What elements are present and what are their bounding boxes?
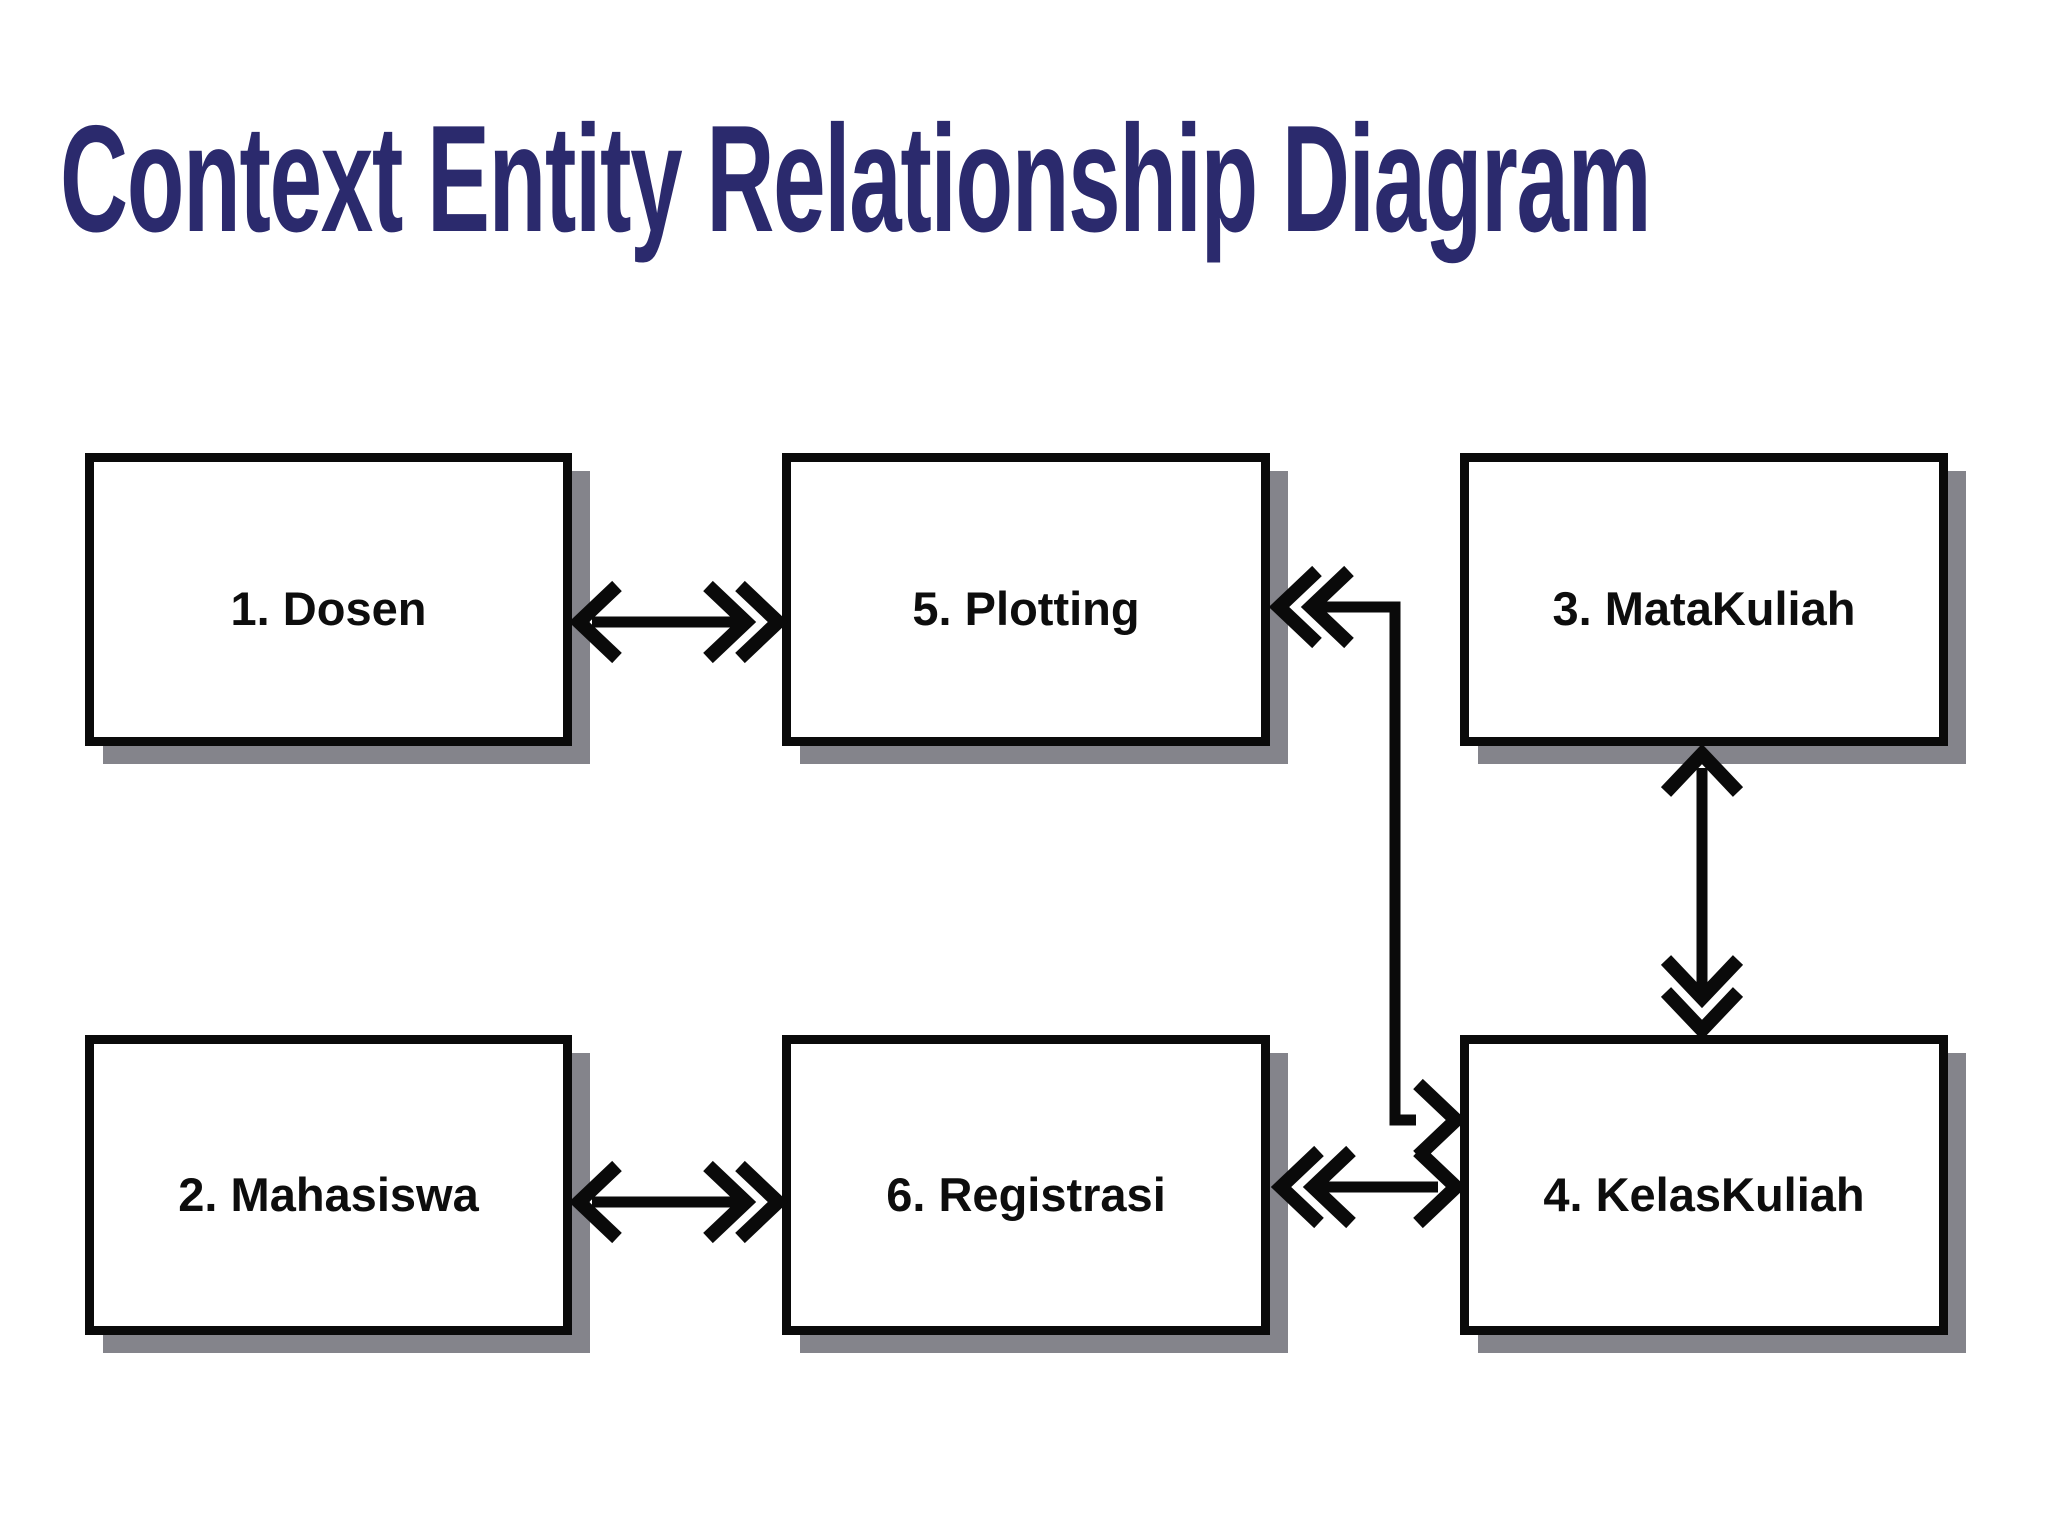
entity-label-registrasi: 6. Registrasi: [886, 1167, 1166, 1221]
connector-registrasi-kelaskuliah: [1270, 1145, 1467, 1229]
entity-label-kelaskuliah: 4. KelasKuliah: [1543, 1167, 1865, 1221]
connector-dosen-plotting: [568, 580, 789, 664]
entity-label-dosen: 1. Dosen: [230, 582, 427, 635]
entity-registrasi: 6. Registrasi: [782, 1035, 1270, 1335]
connector-matakuliah-kelaskuliah: [1660, 743, 1744, 1041]
connector-mahasiswa-registrasi: [568, 1160, 789, 1244]
entity-plotting: 5. Plotting: [782, 453, 1270, 746]
entity-matakuliah: 3. MataKuliah: [1460, 453, 1948, 746]
entity-label-mahasiswa: 2. Mahasiswa: [178, 1167, 479, 1221]
entity-label-plotting: 5. Plotting: [912, 582, 1140, 635]
entity-mahasiswa: 2. Mahasiswa: [85, 1035, 572, 1335]
page-title: Context Entity Relationship Diagram: [60, 94, 1652, 264]
entity-dosen: 1. Dosen: [85, 453, 572, 746]
entity-label-matakuliah: 3. MataKuliah: [1552, 582, 1856, 635]
entity-kelaskuliah: 4. KelasKuliah: [1460, 1035, 1948, 1335]
connector-plotting-kelaskuliah: [1268, 565, 1467, 1162]
